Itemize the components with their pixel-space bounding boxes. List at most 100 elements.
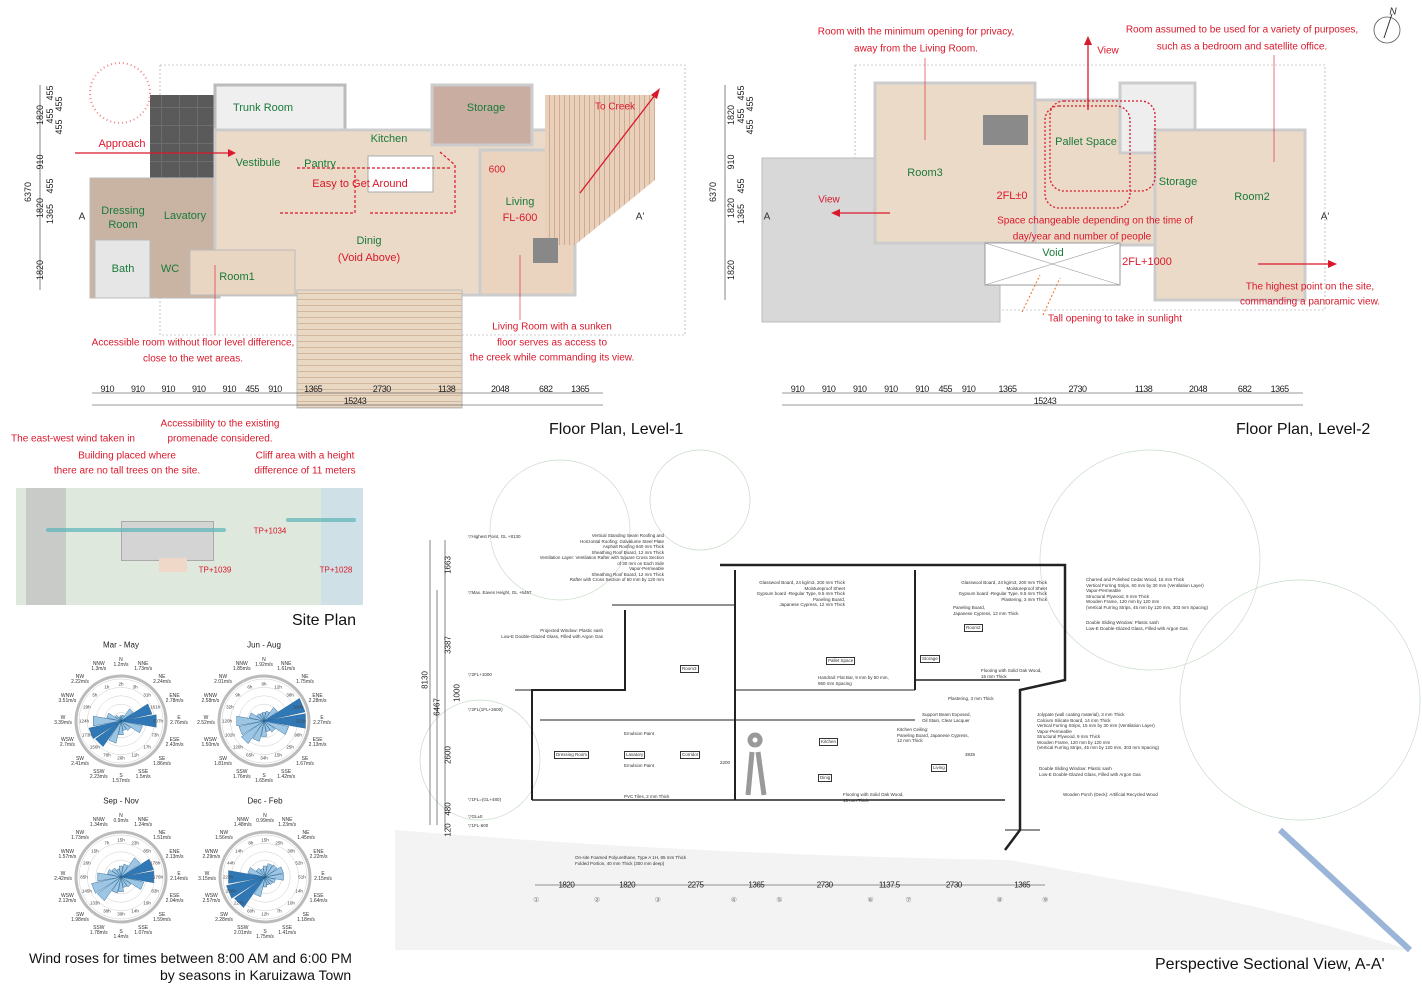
wind-rose-title: Jun - Aug (247, 640, 281, 650)
sun-note: Tall opening to take in sunlight (1048, 313, 1182, 325)
wind-rose-petal-nnw (116, 868, 122, 878)
level2-dim: 1138 (1134, 384, 1153, 394)
highest-note-1: The highest point on the site, (1245, 281, 1375, 293)
wind-rose-hours: 312h (296, 719, 307, 724)
direction: N (119, 813, 123, 819)
section-dim: 1365 (1014, 880, 1031, 890)
room-tag: Living (931, 764, 947, 772)
speed: 1.75m/s (256, 934, 274, 940)
speed: 2.57m/s (202, 898, 221, 905)
note-wall_out: (Vertical Furring Strips, 45 mm by 120 m… (1086, 604, 1209, 610)
wind-rose-hours: 1h (104, 684, 110, 689)
wind-rose-hours: 14h (131, 909, 139, 914)
section-dim: 1365 (748, 880, 765, 890)
speed: 1.2m/s (113, 662, 129, 668)
note-plaster: Plastering, 3 mm Thick (948, 696, 994, 701)
grid-mark: ② (593, 897, 600, 904)
note-flooring1: Flooring with Solid Oak Wood, (843, 792, 904, 797)
note-wall_living: Vapor-Permeable (1037, 728, 1072, 734)
spot-height-1034: TP+1034 (253, 526, 287, 536)
wind-rose-petal-sw (96, 876, 122, 902)
speed: 1.57m/s (112, 778, 130, 784)
wind-rose-petal-ene (120, 858, 154, 878)
note-wall_living: Jolypate (wall coating material), 3 mm T… (1037, 712, 1125, 717)
direction: W (203, 715, 209, 721)
speed: 1.34m/s (89, 822, 108, 829)
wind-rose-hours: 124h (79, 719, 90, 724)
grid-mark: ⑦ (905, 897, 912, 904)
wind-rose-chart: 2h3h31h161h207h73h17h11h26h78h156h173h12… (74, 674, 168, 768)
wind-rose-hours: 15h (261, 838, 269, 843)
north-arrow-icon (1373, 16, 1401, 44)
direction: WSW (61, 893, 74, 900)
speed: 2.01m/s (233, 929, 252, 936)
wind-rose-petal-w (93, 715, 122, 727)
wind-rose-hours: 32h (226, 704, 234, 709)
room-living: Living (505, 196, 535, 208)
note-h3835: 3835 (965, 752, 976, 757)
room1-note-2: close to the wet areas. (142, 353, 244, 365)
note-window: Low-E Double-Glazed Glass, Filled with A… (501, 633, 603, 639)
level1-plan (39, 62, 686, 409)
step-height-label: 600 (488, 164, 506, 176)
direction: NNW (92, 661, 105, 668)
direction: ENE (169, 848, 180, 855)
level1-dim: 910 (268, 384, 282, 394)
speed: 1.67m/s (296, 761, 314, 767)
wind-rose-hours: 60h (247, 909, 255, 914)
direction: N (262, 657, 266, 663)
level2-plan (724, 13, 1401, 406)
speed: 1.41m/s (278, 929, 297, 936)
wind-rose-hours: 2h (118, 682, 124, 687)
note-ceiling1: Glasswool Board, 24 kg/m3, 200 mm Thick (759, 580, 845, 585)
wind-rose-hours: 7h (277, 909, 283, 914)
note-window3: Low-E Double-Glazed Glass, Filled with A… (1039, 771, 1141, 777)
direction: NNE (137, 817, 149, 824)
level-mark: ▽Max. Eaves Height, GL +6467 (468, 590, 532, 595)
wind-rose-hours: 3h (133, 684, 139, 689)
wind-rose-petal-s (118, 876, 124, 892)
wind-rose-hours: 25h (275, 840, 283, 845)
speed: 3.39m/s (54, 720, 72, 726)
note-ceiling1: Japanese Cypress, 12 mm Thick (779, 602, 845, 607)
speed: 2.15m/s (314, 876, 332, 882)
speed: 1.59m/s (153, 917, 171, 923)
direction: W (204, 871, 210, 877)
living-note-1: Living Room with a sunken (492, 321, 612, 333)
wind-rose-hours: 6h (247, 684, 253, 689)
wind-rose-chart: 8h12h38h300h312h98h25h15h34h65h120h102h1… (217, 674, 311, 768)
room2-note-1: Room assumed to be used for a variety of… (1125, 24, 1359, 36)
level2-dim: 1365 (998, 384, 1017, 394)
note-roof: Sheathing Roof Board, 12 mm Thick (591, 549, 664, 555)
note-beam: Support Beam Exposed, (922, 712, 971, 717)
wind-rose-title: Sep - Nov (103, 796, 139, 806)
note-pvc: PVC Tiles, 2 mm Thick (624, 794, 670, 799)
direction: NE (158, 673, 166, 680)
note-ceiling1: Moistureproof Sheet (804, 585, 845, 591)
wind-rose-petal-e (264, 873, 284, 881)
direction: NE (301, 673, 309, 680)
speed: 1.78m/s (89, 929, 108, 936)
speed: 2.43m/s (165, 742, 184, 749)
level1-dim: 910 (130, 384, 145, 394)
speed: 2.42m/s (54, 876, 72, 882)
speed: 1.64m/s (309, 898, 328, 905)
note-roof: Vapor-Permeable (629, 566, 664, 571)
wind-rose-petal-ne (264, 864, 278, 878)
wind-rose-petal-nne (120, 863, 129, 878)
wind-rose-hours: 156h (90, 745, 101, 750)
direction: WNW (204, 848, 218, 855)
direction: WNW (60, 692, 74, 699)
